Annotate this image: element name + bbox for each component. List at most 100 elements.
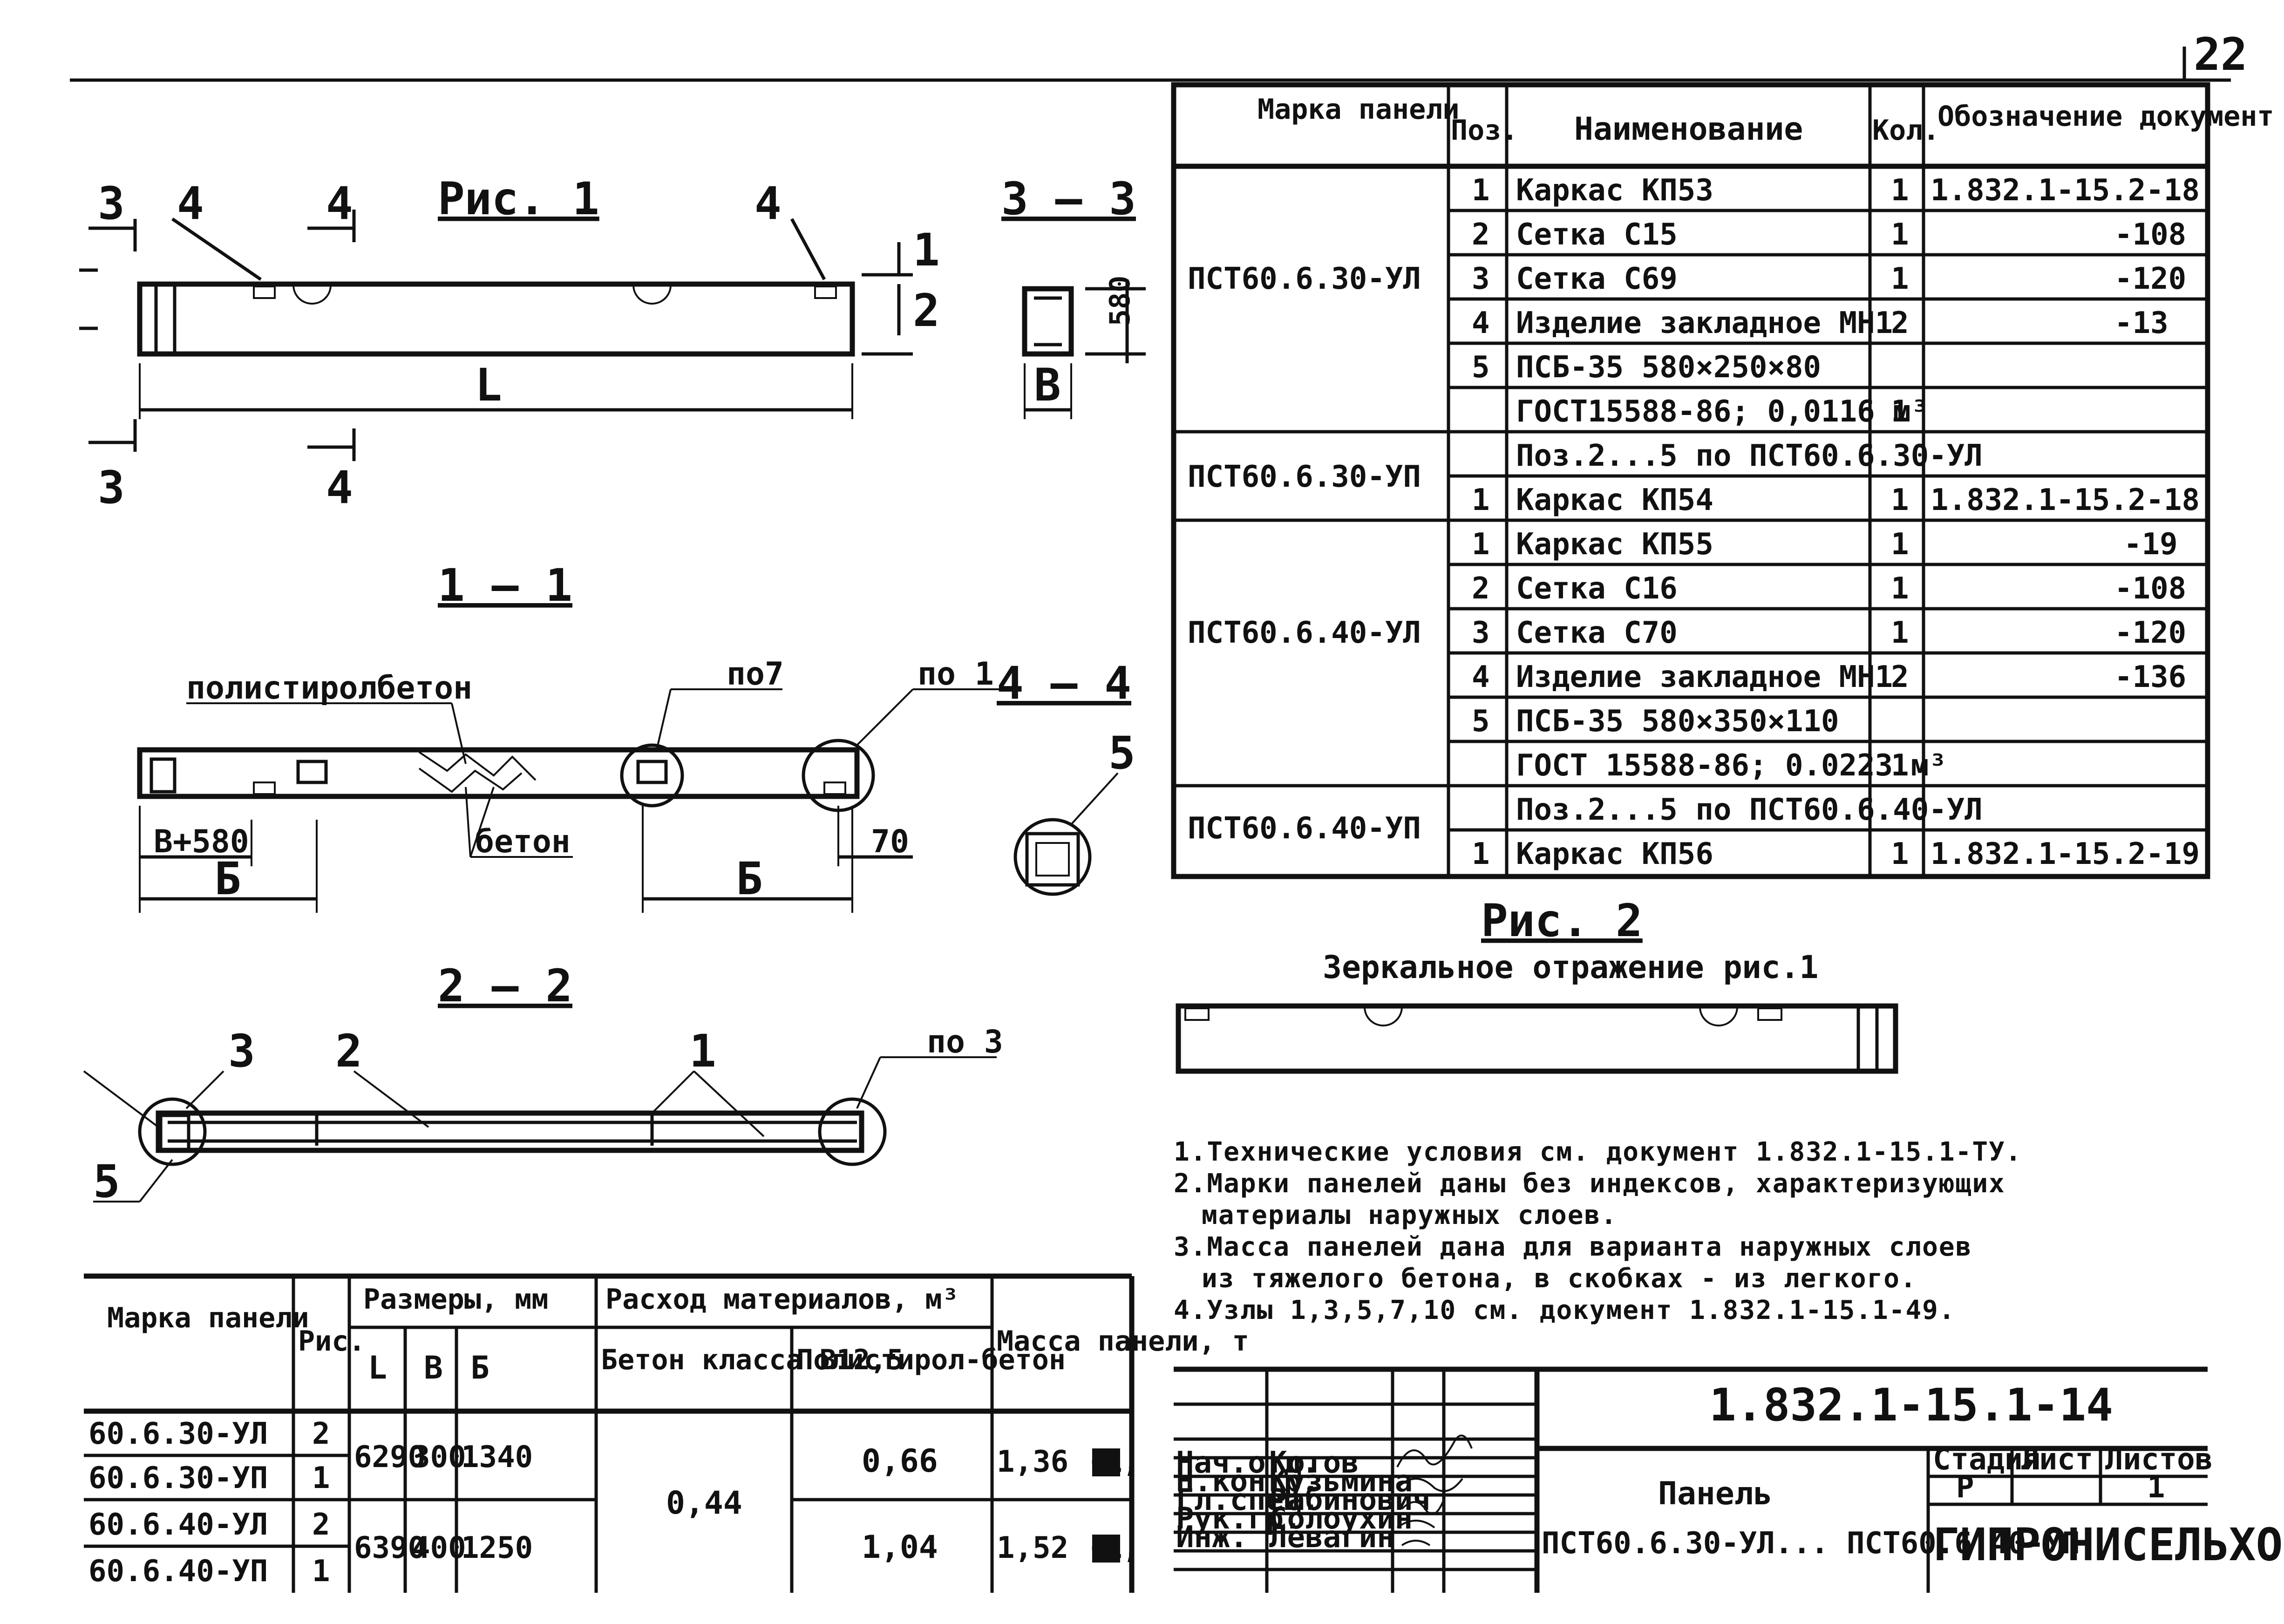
note-3: 3.Масса панелей дана для варианта наружн…: [1174, 1232, 1972, 1262]
dim-b580-label: В+580: [154, 823, 249, 860]
mat-Bb: 1250: [461, 1531, 533, 1565]
fig2-panel-drawing: [1176, 1003, 1898, 1074]
spec-pos: 1: [1472, 837, 1490, 871]
spec-qty: 1: [1891, 394, 1909, 429]
spec-qty: 1: [1891, 262, 1909, 296]
dim-L-label: L: [475, 359, 502, 411]
sheets-header: Листов: [2105, 1442, 2213, 1477]
general-notes: 1.Технические условия см. документ 1.832…: [1174, 1136, 2245, 1326]
spec-mark: ПСТ60.6.30-УЛ: [1188, 262, 1421, 296]
spec-h-qty: Кол.: [1872, 114, 1940, 147]
dimension-L: [139, 363, 853, 419]
spec-doc: -13: [2114, 306, 2168, 340]
spec-name: Сетка С16: [1516, 571, 1678, 606]
dim-B-label: В: [1034, 359, 1061, 411]
spec-doc: -120: [2114, 262, 2186, 296]
role-label: Инж.: [1176, 1520, 1248, 1555]
spec-qty: 1: [1891, 616, 1909, 650]
label-po7: по7: [727, 656, 784, 693]
mat-row-fig: 2: [312, 1417, 330, 1451]
spec-qty: 2: [1891, 306, 1909, 340]
dim-580-label: 580: [1104, 276, 1136, 326]
mat-concrete: 0,44: [666, 1485, 742, 1522]
spec-name: Поз.2...5 по ПСТ60.6.40-УЛ: [1516, 793, 1983, 827]
mark-2: 2: [913, 285, 940, 337]
spec-mark: ПСТ60.6.30-УП: [1188, 460, 1421, 494]
stage-value: Р: [1956, 1470, 1974, 1505]
label-po3: по 3: [927, 1024, 1003, 1060]
mat-Bb: 1340: [461, 1440, 533, 1475]
title-block-text: 1.832.1-15.1-14 Нач.отд. Н.контр. Гл.спе…: [1176, 1379, 2284, 1571]
spec-name: Каркас КП54: [1516, 483, 1713, 517]
spec-qty: 1: [1891, 217, 1909, 252]
mat-row-fig: 2: [312, 1508, 330, 1542]
signer-name: Солоухин: [1269, 1502, 1413, 1536]
callout-1: 1: [689, 1025, 716, 1077]
mass-redacted-mark: [1092, 1535, 1120, 1563]
section-1-1-title: 1 — 1: [438, 559, 572, 612]
role-label: Гл.спец.: [1176, 1483, 1319, 1517]
mat-h-mark: Марка панели: [107, 1302, 309, 1334]
mat-h-dims: Размеры, мм: [363, 1283, 548, 1316]
spec-pos: 4: [1472, 306, 1490, 340]
section-4-4-title: 4 — 4: [997, 657, 1131, 709]
spec-pos: 5: [1472, 704, 1490, 739]
spec-pos: 3: [1472, 262, 1490, 296]
mat-h-B: В: [424, 1350, 443, 1386]
signer-name: Кузьмина: [1269, 1464, 1413, 1499]
spec-doc: -19: [2124, 527, 2178, 562]
spec-doc: -136: [2114, 660, 2186, 694]
mat-h-fig: Рис.: [298, 1325, 366, 1358]
callout-3: 3: [228, 1025, 255, 1077]
spec-name: ПСБ-35 580×350×110: [1516, 704, 1839, 739]
mat-B: 400: [412, 1531, 466, 1565]
mat-h-mass: Масса панели, т: [997, 1325, 1249, 1358]
mat-row-mark: 60.6.30-УЛ: [88, 1417, 268, 1451]
role-label: Рук.гр.: [1176, 1502, 1302, 1536]
mat-row-fig: 1: [312, 1461, 330, 1495]
spec-name: Поз.2...5 по ПСТ60.6.30-УЛ: [1516, 439, 1983, 473]
spec-qty: 1: [1891, 483, 1909, 517]
sheet-header: Лист: [2021, 1442, 2093, 1477]
spec-pos: 4: [1472, 660, 1490, 694]
note-3-continued: из тяжелого бетона, в скобках - из легко…: [1202, 1264, 1917, 1294]
spec-qty: 2: [1891, 660, 1909, 694]
callout-4-left: 4: [177, 177, 204, 230]
doc-code: 1.832.1-15.1-14: [1709, 1379, 2113, 1431]
mat-L: 6290: [354, 1440, 426, 1475]
callout-5-section-2-2: 5: [93, 1155, 120, 1208]
item-marks: ПСТ60.6.30-УЛ... ПСТ60.6.40-УП: [1542, 1526, 2080, 1561]
spec-qty: 1: [1891, 527, 1909, 562]
spec-name: Сетка С69: [1516, 262, 1678, 296]
spec-name: Сетка С70: [1516, 616, 1678, 650]
note-1: 1.Технические условия см. документ 1.832…: [1174, 1137, 2022, 1167]
spec-doc: 1.832.1-15.2-18: [1931, 173, 2200, 208]
spec-pos: 1: [1472, 483, 1490, 517]
signer-name: Левагин: [1269, 1520, 1395, 1555]
spec-name: Каркас КП55: [1516, 527, 1713, 562]
sheets-value: 1: [2147, 1470, 2165, 1505]
stage-header: Стадия: [1933, 1442, 2040, 1477]
spec-name: Изделие закладное МН1: [1516, 306, 1893, 340]
label-concrete: бетон: [475, 823, 571, 860]
spec-name: Каркас КП53: [1516, 173, 1713, 208]
section-1-1-drawing: [137, 688, 1001, 913]
spec-pos: 3: [1472, 616, 1490, 650]
sheet-number: 22: [2194, 28, 2248, 81]
spec-pos: 1: [1472, 527, 1490, 562]
section-4-4-drawing: [1013, 772, 1119, 896]
note-2: 2.Марки панелей даны без индексов, харак…: [1174, 1169, 2005, 1199]
materials-table-body: 60.6.30-УЛ 60.6.30-УП 60.6.40-УЛ 60.6.40…: [88, 1417, 1140, 1589]
spec-name: Каркас КП56: [1516, 837, 1713, 871]
section-marks-plan: [79, 210, 913, 461]
label-po1: по 1: [918, 656, 994, 693]
spec-table-header: Марка панели Поз. Наименование Кол. Обоз…: [1258, 93, 2274, 148]
callout-2: 2: [335, 1025, 362, 1077]
materials-table-grid: [84, 1273, 1135, 1593]
mark-3-top: 3: [98, 177, 125, 230]
spec-mark: ПСТ60.6.40-УП: [1188, 811, 1421, 846]
signatures: [1396, 1434, 1473, 1546]
fig1-title: Рис. 1: [438, 173, 599, 225]
mat-row-mark: 60.6.40-УП: [88, 1554, 268, 1589]
spec-h-pos: Поз.: [1451, 114, 1518, 147]
